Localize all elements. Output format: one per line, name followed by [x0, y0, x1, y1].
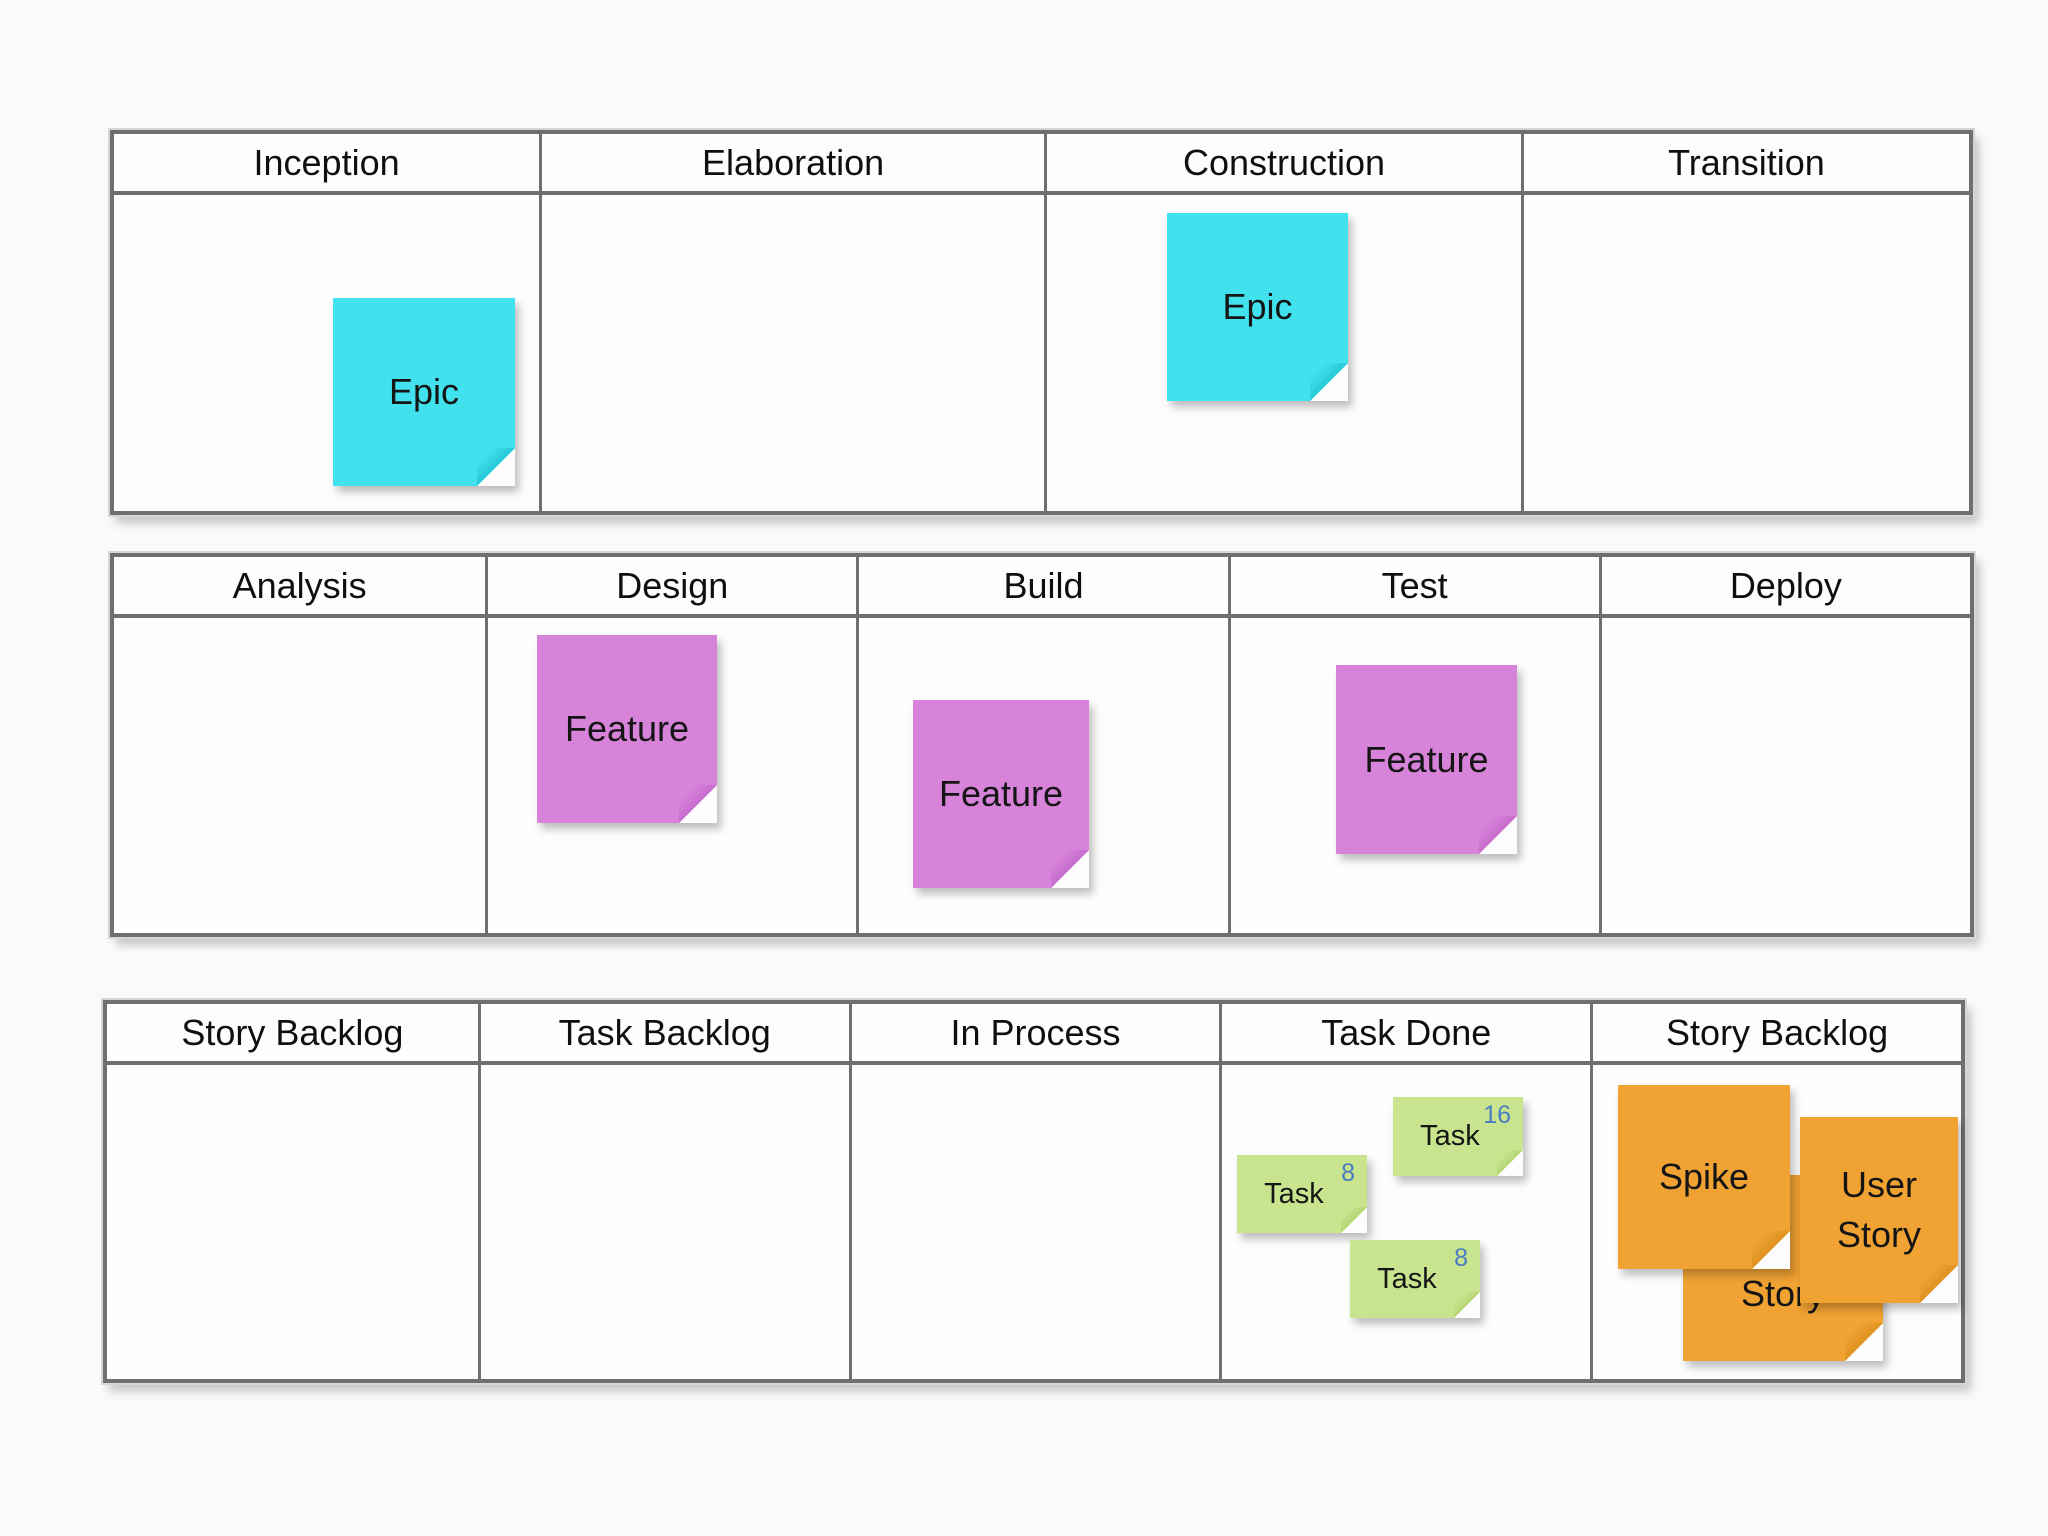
folded-corner-icon	[1479, 816, 1517, 854]
feature-board-header-row: Analysis Design Build Test Deploy	[114, 557, 1970, 618]
note-label: Epic	[388, 371, 460, 413]
sticky-note-task-8[interactable]: Task 8	[1237, 1155, 1367, 1233]
column-header-build: Build	[856, 557, 1227, 614]
column-header-test: Test	[1227, 557, 1599, 614]
note-points: 16	[1483, 1101, 1511, 1129]
sticky-note-feature-test[interactable]: Feature	[1336, 665, 1517, 854]
note-label: Spike	[1658, 1156, 1750, 1198]
column-header-deploy: Deploy	[1598, 557, 1970, 614]
note-points: 8	[1454, 1244, 1468, 1272]
column-header-construction: Construction	[1044, 134, 1521, 191]
note-label: Feature	[1364, 738, 1489, 780]
note-label: Feature	[938, 773, 1064, 815]
folded-corner-icon	[1497, 1150, 1523, 1176]
column-cell-story-backlog	[107, 1065, 478, 1379]
folded-corner-icon	[1845, 1323, 1883, 1361]
column-header-task-done: Task Done	[1219, 1004, 1590, 1061]
note-label: User Story	[1836, 1164, 1922, 1255]
column-cell-task-backlog	[477, 1065, 849, 1379]
column-header-in-process: In Process	[848, 1004, 1220, 1061]
task-board-body-row	[107, 1065, 1961, 1379]
column-header-analysis: Analysis	[232, 564, 367, 606]
folded-corner-icon	[679, 785, 717, 823]
folded-corner-icon	[1920, 1265, 1958, 1303]
note-label: Epic	[1222, 286, 1293, 328]
column-cell-construction	[1044, 195, 1521, 511]
folded-corner-icon	[1310, 363, 1348, 401]
feature-board-body-row	[114, 618, 1970, 933]
column-header-story-backlog: Story Backlog	[181, 1011, 404, 1053]
column-header-design: Design	[485, 557, 856, 614]
sticky-note-spike[interactable]: Spike	[1618, 1085, 1790, 1269]
phase-board-header-row: Inception Elaboration Construction Trans…	[114, 134, 1969, 195]
folded-corner-icon	[1341, 1207, 1367, 1233]
sticky-note-feature-design[interactable]: Feature	[537, 635, 717, 823]
column-cell-design	[485, 618, 856, 933]
column-cell-deploy	[1598, 618, 1970, 933]
folded-corner-icon	[1454, 1292, 1480, 1318]
column-header-task-backlog: Task Backlog	[477, 1004, 849, 1061]
column-cell-task-done	[1219, 1065, 1590, 1379]
column-cell-transition	[1520, 195, 1969, 511]
sticky-note-user-story[interactable]: User Story	[1800, 1117, 1958, 1303]
column-header-elaboration: Elaboration	[539, 134, 1044, 191]
folded-corner-icon	[1752, 1231, 1790, 1269]
note-label: Task	[1264, 1177, 1324, 1210]
sticky-note-task-8-2[interactable]: Task 8	[1350, 1240, 1480, 1318]
column-cell-test	[1227, 618, 1599, 933]
column-cell-elaboration	[539, 195, 1044, 511]
folded-corner-icon	[1051, 850, 1089, 888]
column-header-inception: Inception	[253, 141, 400, 183]
sticky-note-task-16[interactable]: Task 16	[1393, 1097, 1523, 1176]
note-label: Task	[1420, 1120, 1480, 1153]
column-cell-analysis	[114, 618, 485, 933]
sticky-note-feature-build[interactable]: Feature	[913, 700, 1089, 888]
column-cell-build	[856, 618, 1227, 933]
phase-board-body-row	[114, 195, 1969, 511]
column-header-transition: Transition	[1520, 134, 1969, 191]
folded-corner-icon	[477, 448, 515, 486]
note-label: Task	[1377, 1262, 1437, 1295]
column-cell-story-backlog-2	[1590, 1065, 1961, 1379]
column-header-story-backlog-2: Story Backlog	[1590, 1004, 1961, 1061]
sticky-note-epic-construction[interactable]: Epic	[1167, 213, 1348, 401]
sticky-note-epic-inception[interactable]: Epic	[333, 298, 515, 486]
column-cell-in-process	[848, 1065, 1220, 1379]
note-label: Feature	[564, 708, 690, 750]
task-board-header-row: Story Backlog Task Backlog In Process Ta…	[107, 1004, 1961, 1065]
note-points: 8	[1341, 1159, 1355, 1187]
